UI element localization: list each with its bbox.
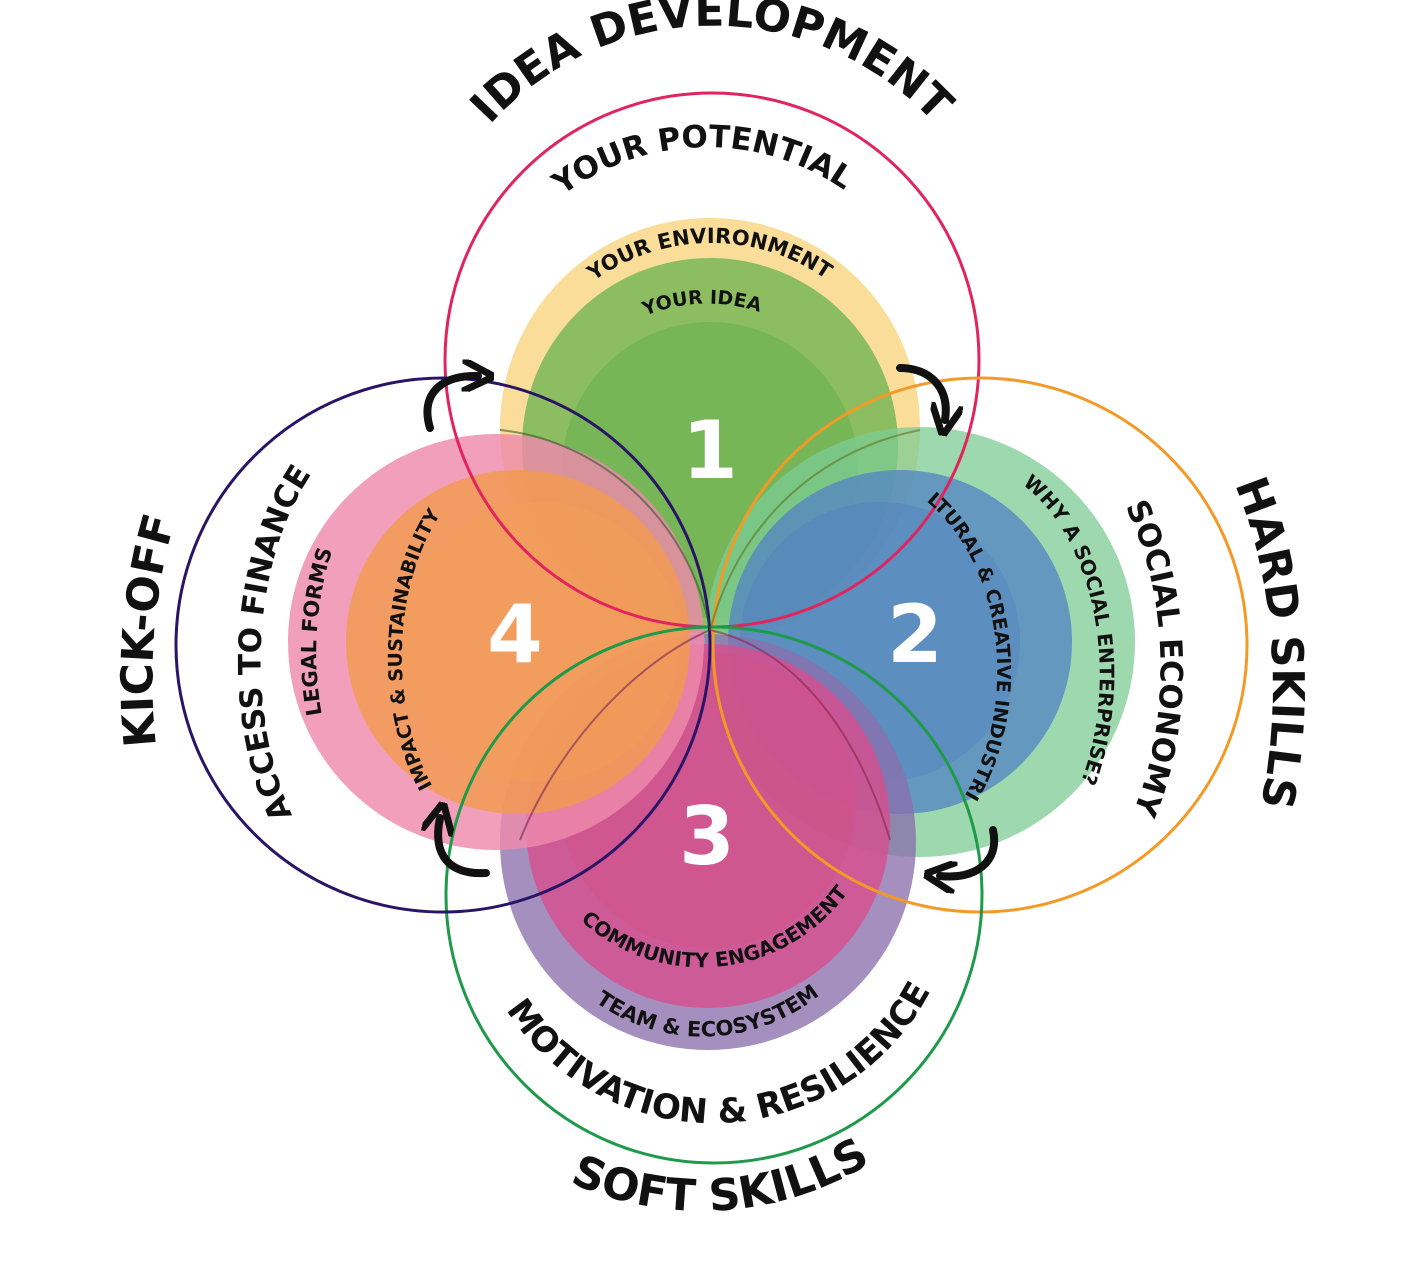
cycle-arrow-icon [940,826,999,877]
outer-top-title: IDEA DEVELOPMENT [461,0,963,132]
cycle-arrow-icon [896,364,946,420]
center-petal-lines [499,429,921,841]
section-4-number: 4 [487,588,543,681]
outer-left-title: KICK-OFF [112,509,185,750]
section-1-number: 1 [682,404,738,497]
section-3-number: 3 [679,790,735,883]
section-4-outline [174,376,712,914]
outer-right-title: HARD SKILLS [1225,470,1313,813]
section-4 [288,434,704,850]
section-3-outline [444,625,984,1165]
section-4-impact-disc [346,470,690,814]
cycle-arrows [423,364,999,878]
section-2-number: 2 [887,588,943,681]
cycle-arrow-icon [438,818,490,878]
section-1-potential-label: YOUR POTENTIAL [545,119,859,203]
cycle-arrow-icon [423,376,478,432]
